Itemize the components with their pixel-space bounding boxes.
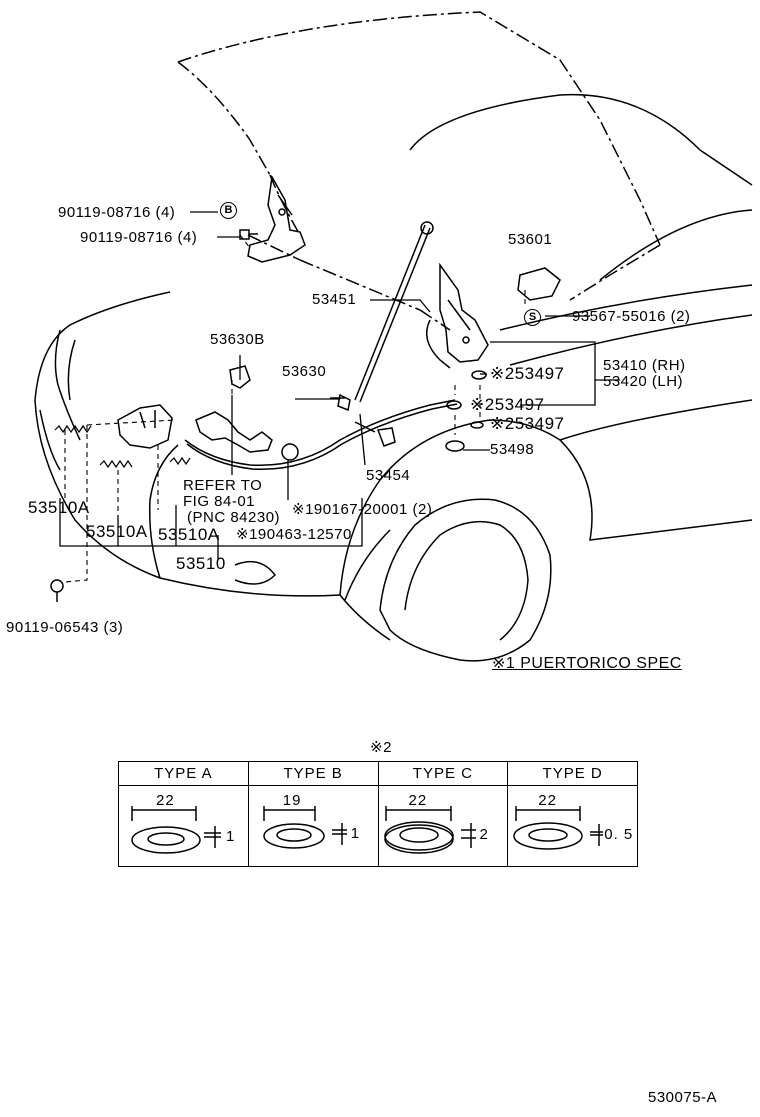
part-label-53497-a: ※253497 xyxy=(490,364,565,383)
leader-lines xyxy=(59,211,620,560)
part-label-53497-c: ※253497 xyxy=(490,414,565,433)
type-cell-a: 22 1 xyxy=(118,785,249,867)
type-cell-d: 22 0. 5 xyxy=(507,785,638,867)
refer-line-2: FIG 84-01 xyxy=(183,493,256,510)
washer-d-icon xyxy=(513,806,604,850)
hinge-sketch-right xyxy=(425,262,561,369)
type-header-a: TYPE A xyxy=(118,761,249,786)
part-label-53630: 53630 xyxy=(282,363,327,380)
washer-c-icon xyxy=(383,806,476,854)
part-label-screw: 90119-06543 (3) xyxy=(6,619,124,636)
washer-a-icon xyxy=(131,806,221,854)
figure-number: 530075-A xyxy=(648,1089,718,1106)
part-label-53454: 53454 xyxy=(366,467,411,484)
lock-sketch xyxy=(117,365,273,453)
thickness-a: 1 xyxy=(226,828,236,845)
part-label-53451: 53451 xyxy=(312,291,357,308)
release-cable xyxy=(184,393,458,471)
part-label-53510: 53510 xyxy=(176,554,226,573)
part-label-53498: 53498 xyxy=(490,441,535,458)
diameter-a: 22 xyxy=(156,792,175,809)
type-header-c: TYPE C xyxy=(377,761,509,786)
hinge-sketch-left xyxy=(247,174,306,263)
hood-outline xyxy=(177,11,661,331)
marker-s-icon: S xyxy=(524,309,541,326)
part-label-53420: 53420 (LH) xyxy=(603,373,684,390)
thickness-b: 1 xyxy=(350,825,361,842)
diameter-d: 22 xyxy=(538,792,557,809)
part-label-53510a-1: 53510A xyxy=(28,498,90,517)
part-label-clip-2: ※190463-12570 xyxy=(236,526,352,543)
type-cell-c: 22 2 xyxy=(377,785,509,867)
part-label-53630b: 53630B xyxy=(210,331,265,348)
part-label-53601: 53601 xyxy=(508,231,553,248)
part-label-53510a-3: 53510A xyxy=(158,525,220,544)
washers-stack xyxy=(445,370,487,452)
support-rod xyxy=(354,221,434,403)
refer-line-1: REFER TO xyxy=(183,477,263,494)
fasteners xyxy=(50,229,345,602)
diameter-c: 22 xyxy=(408,792,428,809)
springs xyxy=(54,424,191,469)
table-note: ※2 xyxy=(370,739,392,756)
part-label-53497-b: ※253497 xyxy=(470,395,545,414)
washer-type-table: TYPE A TYPE B TYPE C TYPE D 22 1 19 1 xyxy=(118,761,638,867)
part-label-53510a-2: 53510A xyxy=(86,522,148,541)
part-label-bolt-b: 90119-08716 (4) xyxy=(58,204,176,221)
part-label-retainer: 93567-55016 (2) xyxy=(572,308,691,325)
part-label-clip: ※190167-20001 (2) xyxy=(292,501,433,518)
thickness-d: 0. 5 xyxy=(604,826,634,843)
type-cell-b: 19 1 xyxy=(247,785,379,867)
part-label-53410: 53410 (RH) xyxy=(603,357,686,374)
washer-b-icon xyxy=(263,806,347,849)
type-header-d: TYPE D xyxy=(507,761,638,786)
dashed-guides xyxy=(64,234,526,583)
diameter-b: 19 xyxy=(282,792,302,809)
marker-b-icon: B xyxy=(220,202,237,219)
part-label-bolt: 90119-08716 (4) xyxy=(80,229,198,246)
type-header-b: TYPE B xyxy=(247,761,379,786)
thickness-c: 2 xyxy=(479,826,489,843)
refer-line-3: (PNC 84230) xyxy=(187,509,281,526)
spec-note: ※1 PUERTORICO SPEC xyxy=(492,655,682,672)
